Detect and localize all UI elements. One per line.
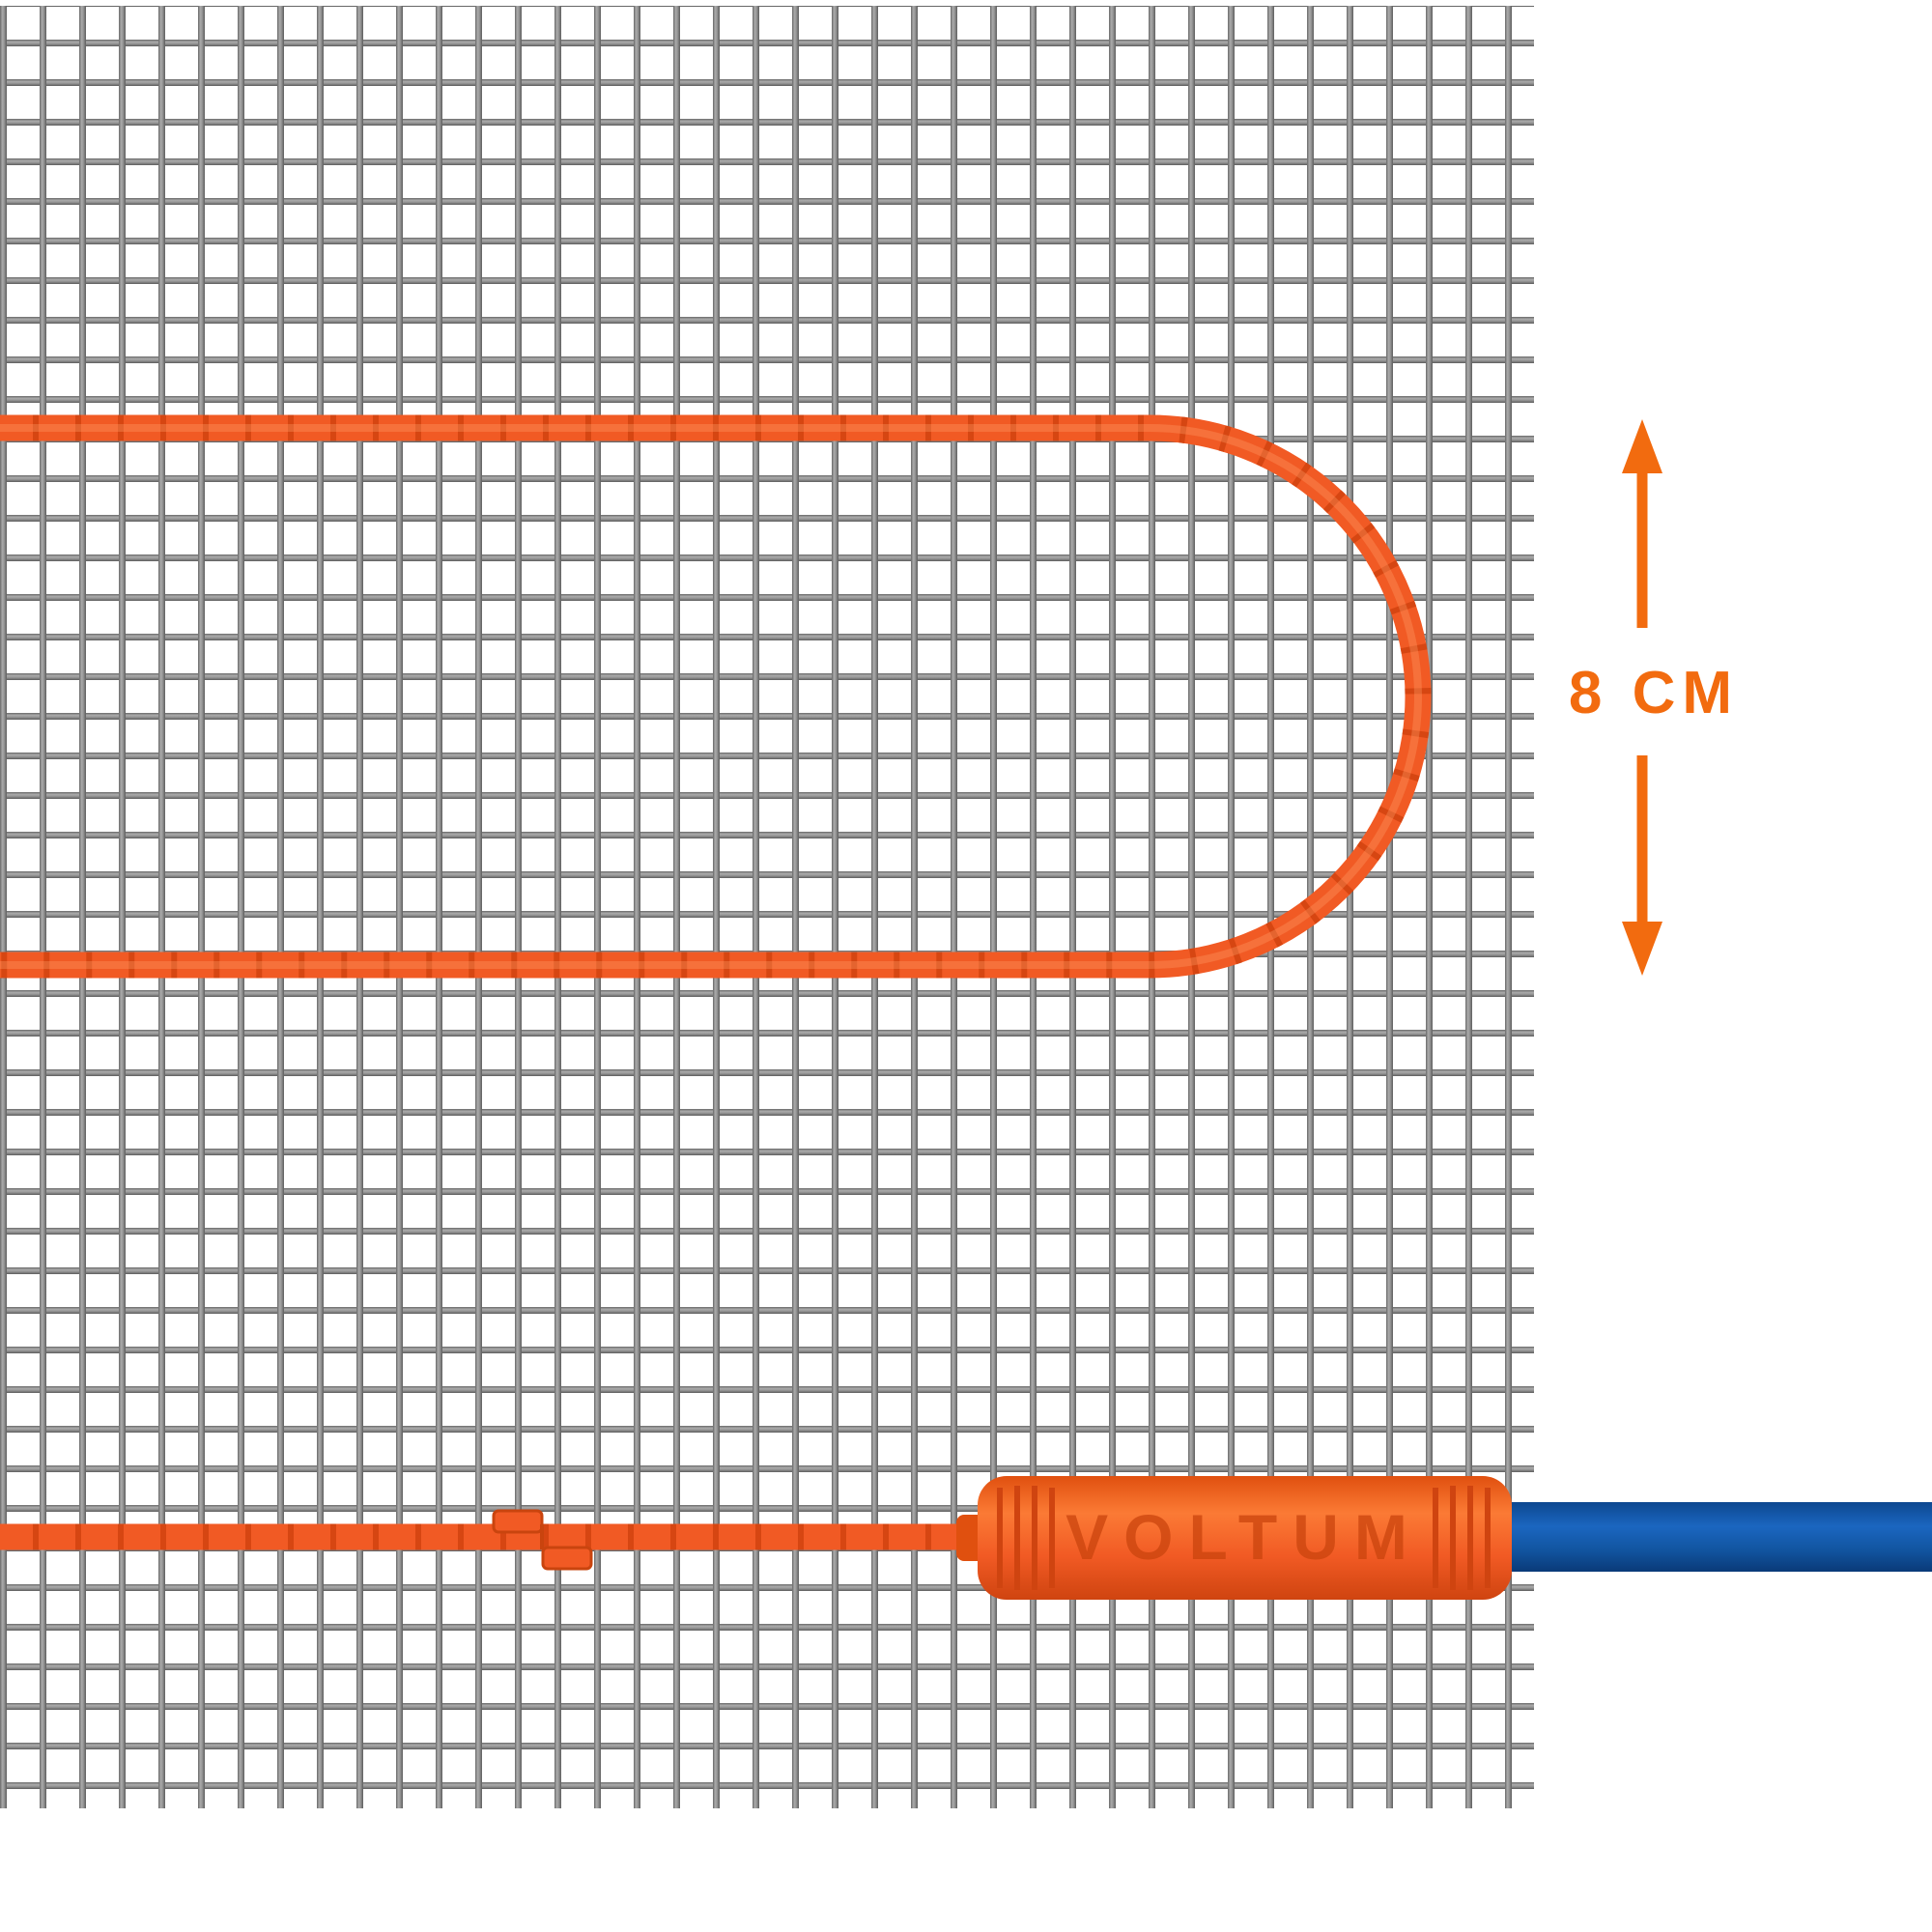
dimension-arrowhead-down-icon bbox=[1622, 922, 1662, 976]
heating-cable-lead-run bbox=[0, 1509, 987, 1571]
cable-sheen-highlight bbox=[0, 424, 1422, 969]
connector-sleeve: VOLTUM bbox=[956, 1476, 1512, 1600]
cable-splice-clip bbox=[492, 1509, 593, 1571]
connector-brand-label: VOLTUM bbox=[1065, 1501, 1423, 1573]
dimension-arrowhead-up-icon bbox=[1622, 419, 1662, 473]
cold-lead-cable bbox=[1488, 1502, 1932, 1572]
heating-cable-path bbox=[0, 414, 1432, 979]
dimension-annotation: 8 CM bbox=[1569, 419, 1739, 976]
connector-ribs-left bbox=[997, 1486, 1055, 1590]
heating-cable-loop bbox=[0, 414, 1432, 979]
connector-ribs-right bbox=[1433, 1486, 1491, 1590]
connector-body bbox=[978, 1476, 1512, 1600]
dimension-label: 8 CM bbox=[1569, 660, 1739, 726]
